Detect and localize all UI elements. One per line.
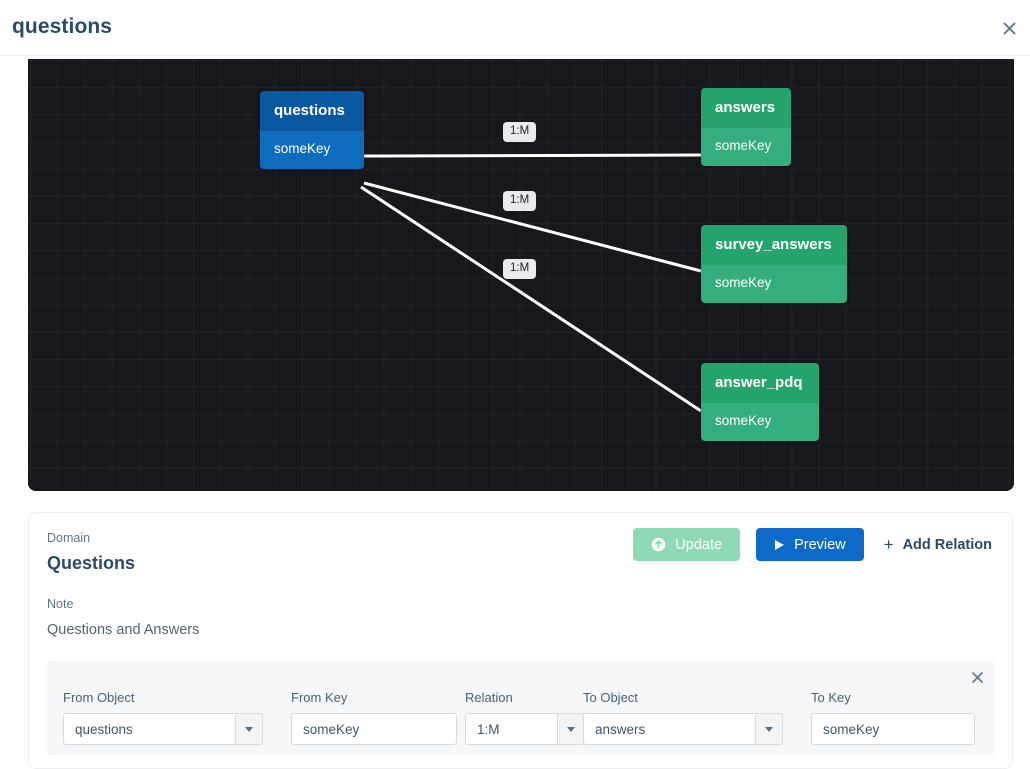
to-key-input[interactable] bbox=[812, 714, 1011, 744]
field-from-object: From Object questions bbox=[63, 690, 263, 745]
to-object-select[interactable]: answers bbox=[583, 713, 783, 745]
remove-relation-icon[interactable] bbox=[972, 671, 983, 685]
add-relation-label: Add Relation bbox=[902, 536, 992, 553]
from-key-label: From Key bbox=[291, 690, 348, 705]
play-icon bbox=[774, 539, 785, 551]
arrow-up-circle-icon bbox=[651, 537, 666, 552]
from-key-input-box[interactable] bbox=[291, 713, 491, 745]
edge-label-cardinality[interactable]: 1:M bbox=[503, 122, 537, 142]
edge-label-cardinality[interactable]: 1:M bbox=[503, 191, 537, 211]
preview-button-label: Preview bbox=[794, 536, 846, 553]
relation-value[interactable]: 1:M bbox=[465, 713, 557, 745]
domain-value: Questions bbox=[47, 553, 136, 573]
entity-node-title: answers bbox=[701, 88, 791, 128]
note-value: Questions and Answers bbox=[47, 622, 200, 638]
to-key-input-box[interactable] bbox=[811, 713, 1011, 745]
relation-row: From Object questions From Key Relation … bbox=[47, 661, 1011, 755]
entity-node-survey-answers[interactable]: survey_answers someKey bbox=[701, 225, 847, 304]
chevron-down-icon[interactable] bbox=[557, 713, 585, 745]
from-object-select[interactable]: questions bbox=[63, 713, 263, 745]
entity-node-field: someKey bbox=[701, 402, 819, 442]
action-bar: Update Preview + Add Relation bbox=[633, 528, 996, 561]
update-button[interactable]: Update bbox=[633, 528, 741, 561]
to-object-value[interactable]: answers bbox=[583, 713, 755, 745]
relation-edges bbox=[360, 153, 702, 413]
chevron-down-icon[interactable] bbox=[235, 713, 263, 745]
edge-label-cardinality[interactable]: 1:M bbox=[503, 259, 537, 279]
entity-node-title: answer_pdq bbox=[701, 363, 819, 403]
from-object-value[interactable]: questions bbox=[63, 713, 235, 745]
entity-node-field: someKey bbox=[701, 264, 847, 304]
update-button-label: Update bbox=[675, 536, 723, 553]
plus-icon: + bbox=[883, 535, 894, 554]
page-title: questions bbox=[12, 15, 113, 38]
note-label: Note bbox=[47, 597, 74, 611]
add-relation-button[interactable]: + Add Relation bbox=[880, 536, 996, 553]
entity-node-field: someKey bbox=[701, 127, 791, 167]
field-from-key: From Key bbox=[291, 690, 491, 745]
chevron-down-icon[interactable] bbox=[755, 713, 783, 745]
field-relation: Relation 1:M bbox=[465, 690, 585, 745]
entity-node-questions[interactable]: questions someKey bbox=[260, 91, 364, 170]
to-key-label: To Key bbox=[811, 690, 851, 705]
entity-node-answers[interactable]: answers someKey bbox=[701, 88, 791, 167]
domain-detail-card: Domain Questions Note Questions and Answ… bbox=[28, 512, 1013, 769]
preview-button[interactable]: Preview bbox=[756, 528, 864, 561]
modal-header: questions bbox=[0, 0, 1030, 56]
entity-node-answer-pdq[interactable]: answer_pdq someKey bbox=[701, 363, 819, 442]
diagram-canvas[interactable]: questions someKey answers someKey survey… bbox=[28, 59, 1014, 491]
close-icon[interactable] bbox=[998, 17, 1020, 39]
domain-label: Domain bbox=[47, 531, 91, 545]
from-object-label: From Object bbox=[63, 690, 135, 705]
entity-node-title: survey_answers bbox=[701, 225, 847, 265]
field-to-key: To Key bbox=[811, 690, 1011, 745]
relation-select[interactable]: 1:M bbox=[465, 713, 585, 745]
entity-node-field: someKey bbox=[260, 130, 364, 170]
from-key-input[interactable] bbox=[292, 714, 491, 744]
entity-node-title: questions bbox=[260, 91, 364, 131]
to-object-label: To Object bbox=[583, 690, 638, 705]
relation-label: Relation bbox=[465, 690, 513, 705]
field-to-object: To Object answers bbox=[583, 690, 783, 745]
